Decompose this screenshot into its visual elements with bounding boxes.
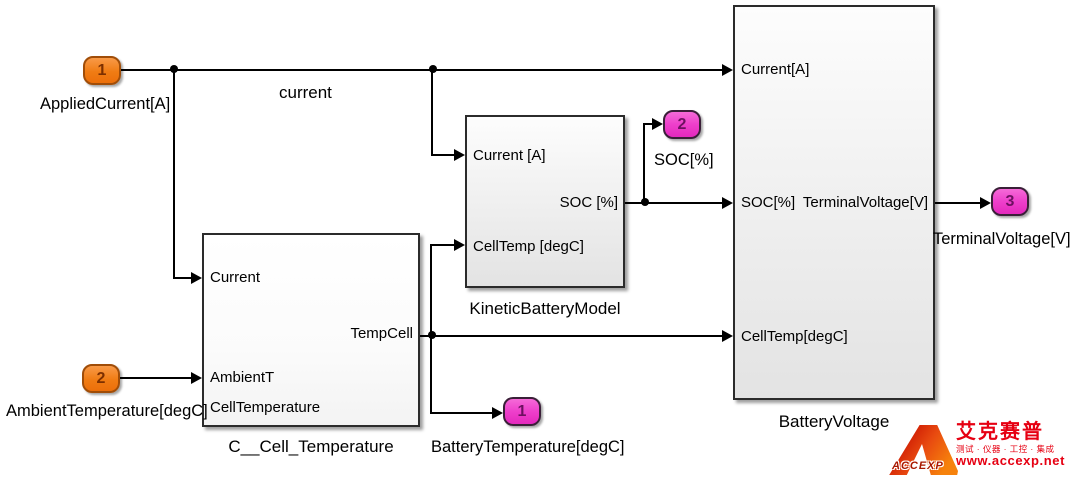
block-name-kinetic-battery-model: KineticBatteryModel <box>469 299 621 318</box>
arrowhead-current-kinetic <box>454 149 465 161</box>
junction-dot-current-mid <box>429 65 437 73</box>
wire-tempcell-branch-down[interactable] <box>430 336 432 414</box>
junction-dot-soc <box>641 198 649 206</box>
arrowhead-tempcell-kinetic <box>454 239 465 251</box>
arrowhead-outport-terminal-voltage <box>980 197 991 209</box>
inport-2-number: 2 <box>96 369 106 387</box>
accexp-brand-cn: 艾克赛普 <box>956 421 1044 443</box>
port-label-batteryvoltage-soc: SOC[%] <box>741 194 796 211</box>
arrowhead-tempcell-batteryvoltage <box>722 330 733 342</box>
wire-terminal-voltage[interactable] <box>935 202 981 204</box>
outport-2-label: SOC[%] <box>654 151 714 169</box>
wire-current-branch-kinetic[interactable] <box>431 70 433 155</box>
port-label-celltempblock-celltemperature: CellTemperature <box>210 399 321 416</box>
outport-2-number: 2 <box>677 115 687 133</box>
outport-3-number: 3 <box>1005 192 1015 210</box>
outport-3-label: TerminalVoltage[V] <box>933 230 1071 248</box>
arrowhead-current-batteryvoltage <box>722 64 733 76</box>
accexp-logo-text: ACCEXP <box>892 460 944 472</box>
block-name-battery-voltage: BatteryVoltage <box>778 412 890 431</box>
wire-tempcell-into-kinetic[interactable] <box>430 244 455 246</box>
wire-tempcell-to-outport1[interactable] <box>430 412 492 414</box>
junction-dot-current-left <box>170 65 178 73</box>
port-label-batteryvoltage-terminalvoltage: TerminalVoltage[V] <box>802 194 928 211</box>
port-label-batteryvoltage-celltemp: CellTemp[degC] <box>741 328 848 345</box>
outport-1-number: 1 <box>517 402 527 420</box>
junction-dot-tempcell <box>428 331 436 339</box>
wire-soc-main[interactable] <box>625 202 723 204</box>
wire-current-main[interactable] <box>120 69 723 71</box>
wire-current-into-kinetic[interactable] <box>431 154 455 156</box>
port-label-batteryvoltage-current: Current[A] <box>741 61 810 78</box>
port-label-kinetic-current: Current [A] <box>473 147 546 164</box>
port-label-kinetic-celltemp: CellTemp [degC] <box>473 238 584 255</box>
inport-1-label: AppliedCurrent[A] <box>40 95 171 113</box>
accexp-watermark: ACCEXP 艾克赛普 测试 · 仪器 · 工控 · 集成 www.accexp… <box>878 418 1078 478</box>
arrowhead-soc-batteryvoltage <box>722 197 733 209</box>
wire-ambient-temperature[interactable] <box>119 377 192 379</box>
wire-current-branch-down[interactable] <box>173 70 175 278</box>
outport-1-battery-temperature[interactable]: 1 <box>503 397 541 426</box>
accexp-tagline-cn: 测试 · 仪器 · 工控 · 集成 <box>956 444 1055 454</box>
inport-1-applied-current[interactable]: 1 <box>83 56 121 85</box>
inport-1-number: 1 <box>97 61 107 79</box>
port-label-celltempblock-current: Current <box>210 269 261 286</box>
arrowhead-outport-soc <box>652 118 663 130</box>
accexp-text-stack: 艾克赛普 测试 · 仪器 · 工控 · 集成 www.accexp.net <box>956 422 1078 468</box>
port-label-kinetic-soc: SOC [%] <box>559 194 618 211</box>
outport-1-label: BatteryTemperature[degC] <box>431 438 625 456</box>
arrowhead-current-celltemp-block <box>191 272 202 284</box>
outport-2-soc[interactable]: 2 <box>663 110 701 139</box>
wire-current-into-celltemp-block[interactable] <box>173 277 192 279</box>
port-label-celltempblock-tempcell: TempCell <box>350 325 413 342</box>
inport-2-label: AmbientTemperature[degC] <box>6 402 208 420</box>
arrowhead-outport-battery-temperature <box>492 407 503 419</box>
wire-soc-to-outport2[interactable] <box>643 123 653 125</box>
port-label-celltempblock-ambientt: AmbientT <box>210 369 275 386</box>
wire-tempcell-main[interactable] <box>420 335 723 337</box>
inport-2-ambient-temperature[interactable]: 2 <box>82 364 120 393</box>
block-name-c-cell-temperature: C__Cell_Temperature <box>228 437 394 456</box>
block-battery-voltage[interactable] <box>733 5 935 400</box>
accexp-url: www.accexp.net <box>956 453 1066 468</box>
outport-3-terminal-voltage[interactable]: 3 <box>991 187 1029 216</box>
arrowhead-ambient-temperature <box>191 372 202 384</box>
wire-tempcell-branch-up[interactable] <box>430 245 432 336</box>
wire-soc-branch-up[interactable] <box>643 124 645 203</box>
block-c-cell-temperature[interactable] <box>202 233 420 427</box>
block-kinetic-battery-model[interactable] <box>465 115 625 288</box>
signal-label-current[interactable]: current <box>279 83 332 102</box>
